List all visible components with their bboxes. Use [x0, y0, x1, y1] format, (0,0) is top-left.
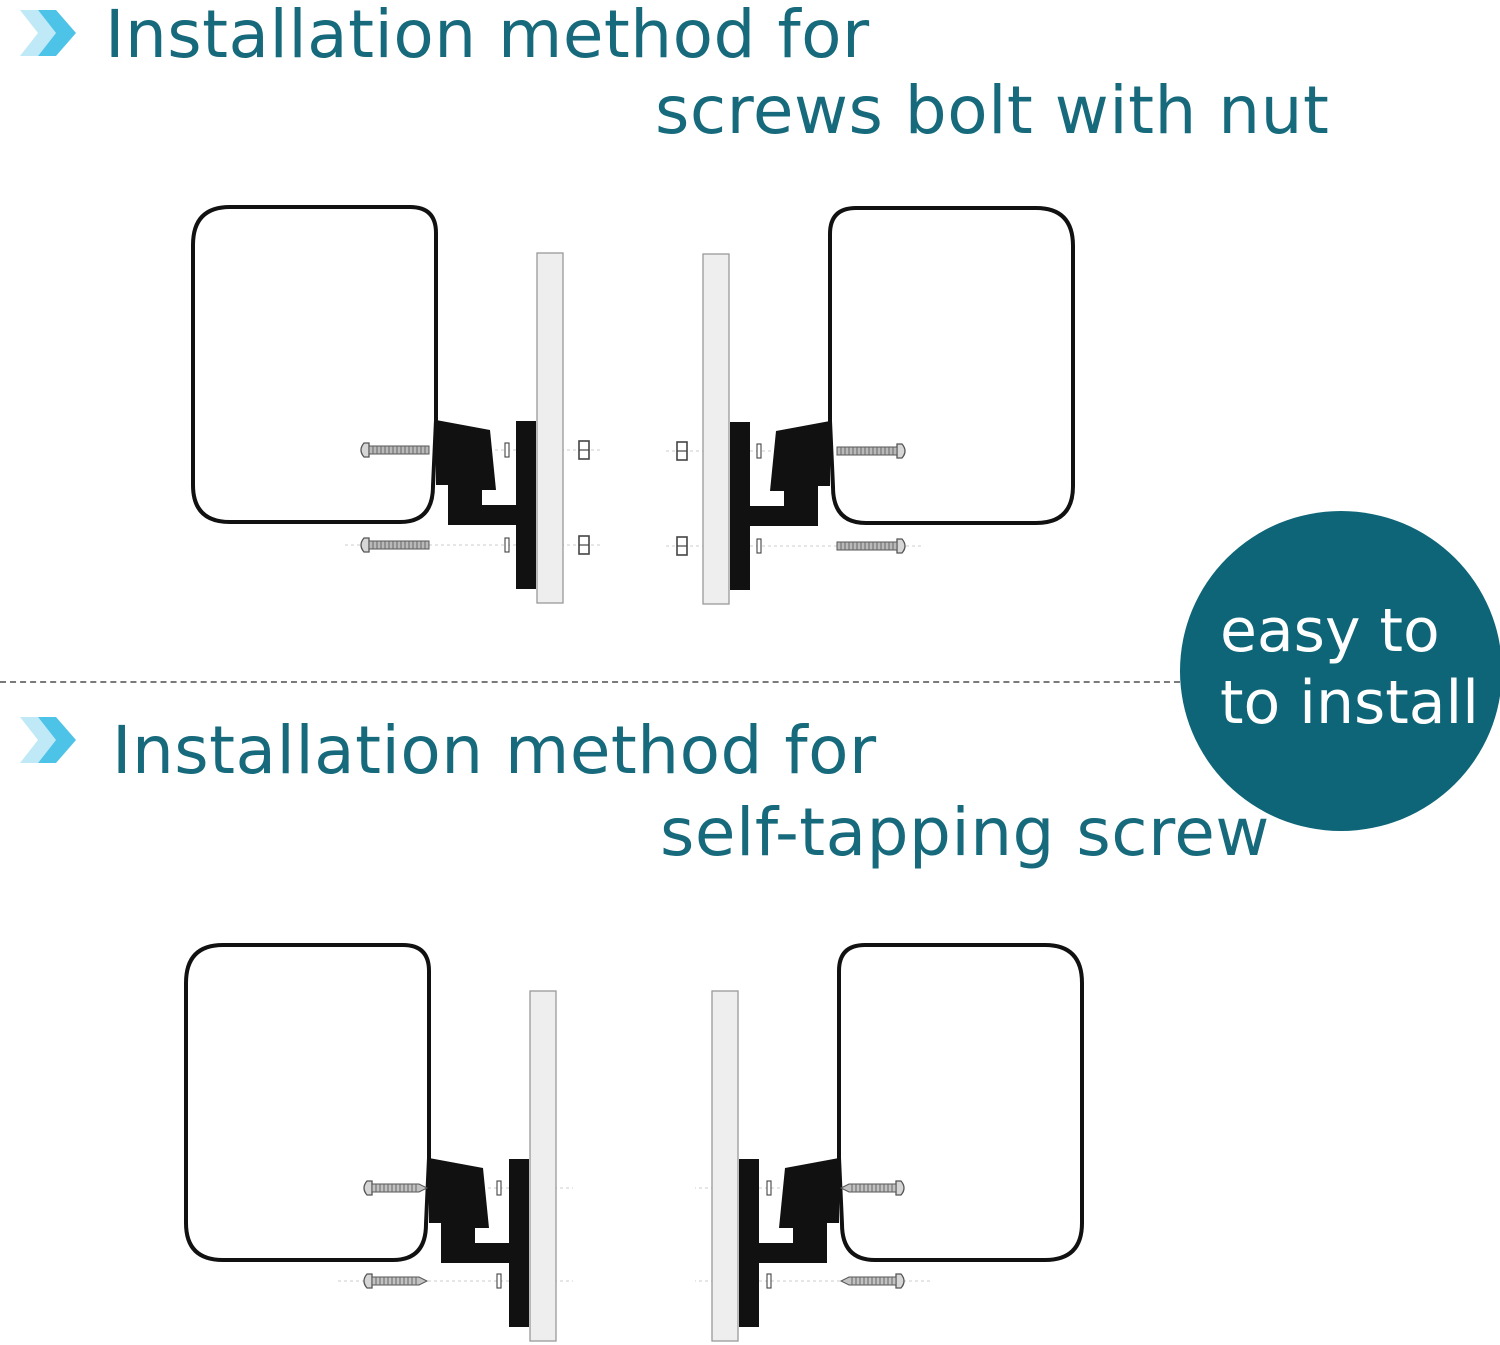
section-2-title-line1: Installation method for	[112, 712, 877, 789]
mirror-assembly-2-right	[695, 943, 1084, 1342]
mirror-assembly-1-right	[666, 206, 1075, 605]
chevron-right-icon	[20, 10, 78, 60]
mirror-assembly-2-left	[184, 943, 573, 1342]
mirror-assembly-1-left	[191, 205, 600, 604]
section-2-title-line2: self-tapping screw	[660, 794, 1270, 871]
badge-line-1: easy to	[1220, 596, 1440, 666]
section-divider	[0, 681, 1190, 683]
section-1-title-line2: screws bolt with nut	[655, 72, 1330, 149]
badge-line-2: to install	[1220, 668, 1479, 738]
chevron-right-icon	[20, 717, 78, 767]
section-1-title-line1: Installation method for	[105, 0, 870, 73]
easy-install-badge: easy to to install	[1180, 511, 1500, 831]
